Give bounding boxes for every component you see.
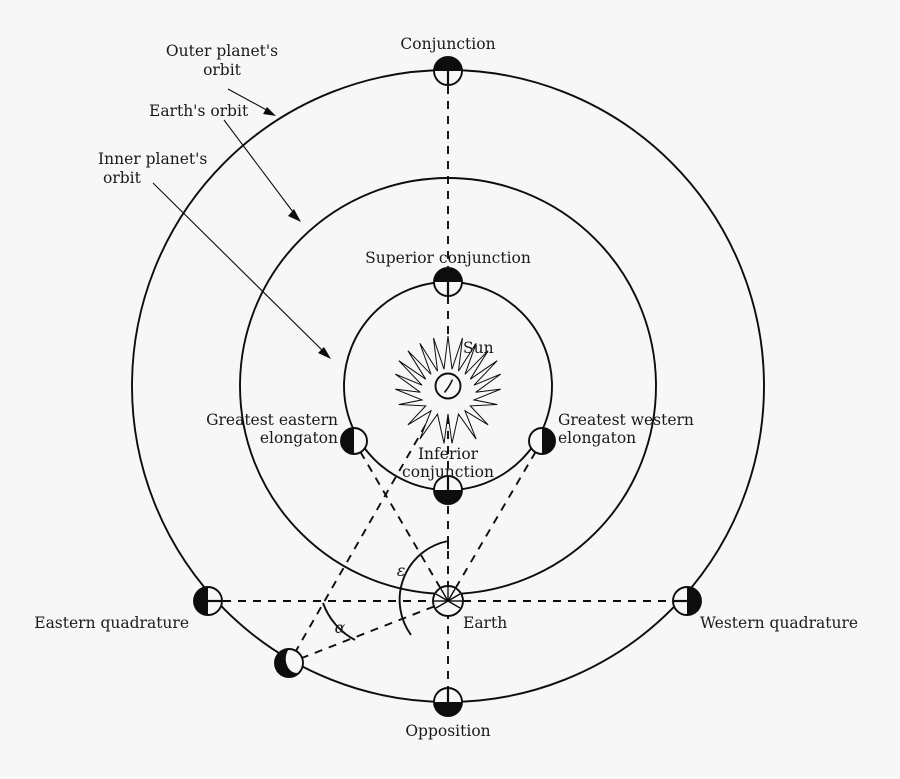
greatest-eastern-elongation-label-line2: elongaton bbox=[260, 429, 338, 447]
outer-orbit-leader-line bbox=[227, 88, 273, 114]
greatest-western-elongation-label-line2: elongaton bbox=[558, 429, 636, 447]
sun-label: Sun bbox=[463, 339, 494, 357]
elongation-angle-label: ε bbox=[397, 561, 406, 580]
inferior-conjunction-label-line2: conjunction bbox=[402, 463, 494, 481]
earth-orbit-leader-arrowhead bbox=[288, 209, 301, 222]
earth-orbit-leader-line bbox=[223, 119, 297, 217]
sun-disc bbox=[434, 372, 462, 400]
eastern-quadrature-label: Eastern quadrature bbox=[34, 614, 189, 632]
outer-orbit-annotation-line2: orbit bbox=[203, 61, 242, 79]
body-conjunction bbox=[433, 56, 463, 86]
sun-glyph-slash bbox=[443, 379, 454, 393]
body-outer-planet-phase bbox=[274, 648, 304, 678]
body-greatest-eastern-elongation bbox=[340, 427, 368, 455]
body-greatest-western-elongation bbox=[528, 427, 556, 455]
earth-orbit-annotation: Earth's orbit bbox=[149, 102, 249, 120]
opposition-label: Opposition bbox=[405, 722, 490, 740]
body-opposition bbox=[433, 687, 463, 717]
sun-symbol bbox=[395, 335, 501, 444]
western-quadrature-label: Western quadrature bbox=[700, 614, 858, 632]
inner-orbit-leader-arrowhead bbox=[318, 347, 331, 359]
elongation-angle-arc bbox=[398, 540, 449, 636]
earth-symbol bbox=[432, 585, 464, 617]
body-inferior-conjunction bbox=[433, 475, 463, 505]
outer-orbit-annotation-line1: Outer planet's bbox=[166, 42, 278, 60]
inner-orbit-leader-line bbox=[152, 182, 327, 355]
inferior-conjunction-label-line1: Inferior bbox=[418, 445, 479, 463]
body-western-quadrature bbox=[672, 586, 702, 616]
body-superior-conjunction bbox=[433, 267, 463, 297]
superior-conjunction-label: Superior conjunction bbox=[365, 249, 531, 267]
elongation-east-sight-line bbox=[353, 440, 449, 602]
elongation-west-sight-line bbox=[447, 440, 543, 602]
phase-angle-label: α bbox=[335, 618, 346, 637]
inner-orbit-annotation-line1: Inner planet's bbox=[98, 150, 207, 168]
conjunction-label: Conjunction bbox=[400, 35, 495, 53]
inner-orbit-annotation-line2: orbit bbox=[103, 169, 142, 187]
earth-to-outer-planet-line bbox=[288, 600, 449, 664]
greatest-western-elongation-label-line1: Greatest western bbox=[558, 411, 694, 429]
greatest-eastern-elongation-label-line1: Greatest eastern bbox=[206, 411, 338, 429]
earth-hatch-lines bbox=[434, 587, 462, 609]
phase-angle-arc bbox=[322, 602, 356, 641]
earth-label: Earth bbox=[463, 614, 507, 632]
body-eastern-quadrature bbox=[193, 586, 223, 616]
outer-orbit-leader-arrowhead bbox=[263, 107, 276, 116]
